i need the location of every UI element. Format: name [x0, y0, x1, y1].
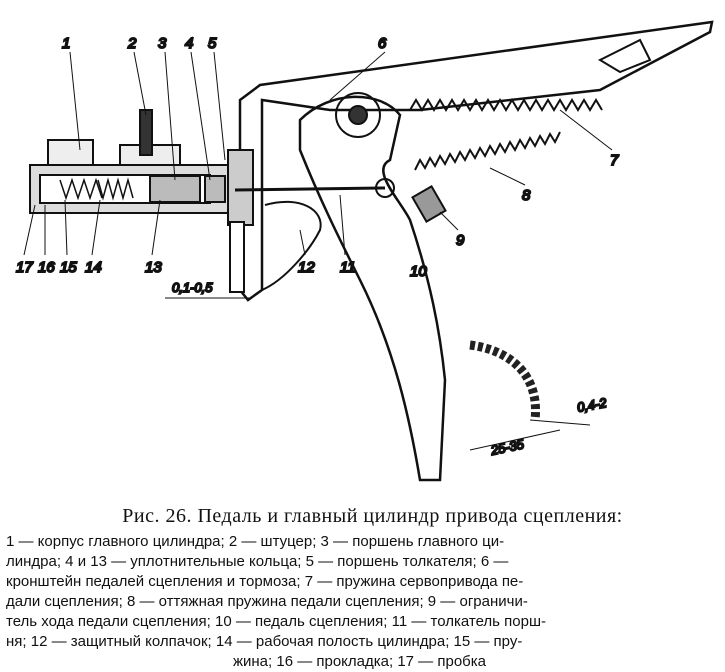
callout-1: 1 [62, 35, 70, 52]
master-cylinder [29, 109, 254, 293]
callout-9: 9 [456, 232, 465, 249]
servo-spring [409, 98, 603, 112]
caption-line: дали сцепления; 8 — оттяжная пружина пед… [6, 593, 528, 610]
callout-2: 2 [127, 35, 137, 52]
leader-lines [23, 51, 613, 451]
callout-5: 5 [208, 35, 217, 52]
caption-line: кронштейн педалей сцепления и тормоза; 7… [6, 573, 524, 590]
caption-line: ня; 12 — защитный колпачок; 14 — рабочая… [6, 633, 523, 650]
callout-6: 6 [378, 35, 387, 52]
pedal-pivot [335, 92, 381, 138]
figure-caption: Рис. 26. Педаль и главный цилиндр привод… [0, 505, 725, 672]
caption-title: Рис. 26. Педаль и главный цилиндр привод… [122, 505, 623, 527]
caption-line: линдра; 4 и 13 — уплотнительные кольца; … [6, 553, 509, 570]
callout-13: 13 [145, 259, 162, 276]
callout-16: 16 [38, 259, 55, 276]
callout-10: 10 [410, 263, 427, 280]
callout-14: 14 [85, 259, 102, 276]
clutch-pedal [298, 95, 447, 482]
callout-17: 17 [16, 259, 33, 276]
callout-11: 11 [340, 259, 356, 276]
caption-line: жина; 16 — прокладка; 17 — пробка [232, 653, 486, 670]
pedal-travel-stop [411, 185, 447, 223]
clutch-pedal-diagram: 1 2 3 4 5 6 7 8 9 10 11 12 13 14 15 16 1… [15, 20, 714, 482]
callout-3: 3 [158, 35, 167, 52]
dimension-travel: 25-35 [489, 436, 526, 458]
caption-line: 1 — корпус главного цилиндра; 2 — штуцер… [6, 533, 505, 550]
pushrod [234, 186, 386, 192]
return-spring [414, 131, 561, 171]
callout-15: 15 [60, 259, 77, 276]
dimension-gap: 0,1-0,5 [172, 280, 213, 295]
callout-4: 4 [185, 35, 193, 52]
callout-12: 12 [298, 259, 315, 276]
protective-cap [261, 200, 322, 291]
pedal-pad [469, 340, 541, 421]
caption-line: тель хода педали сцепления; 10 — педаль … [6, 613, 546, 630]
bracket-inner [597, 38, 652, 74]
dimension-stop: 0,4-2 [576, 395, 609, 415]
callout-8: 8 [522, 187, 531, 204]
callout-7: 7 [610, 152, 619, 169]
caption-legend: 1 — корпус главного цилиндра; 2 — штуцер… [0, 528, 725, 672]
